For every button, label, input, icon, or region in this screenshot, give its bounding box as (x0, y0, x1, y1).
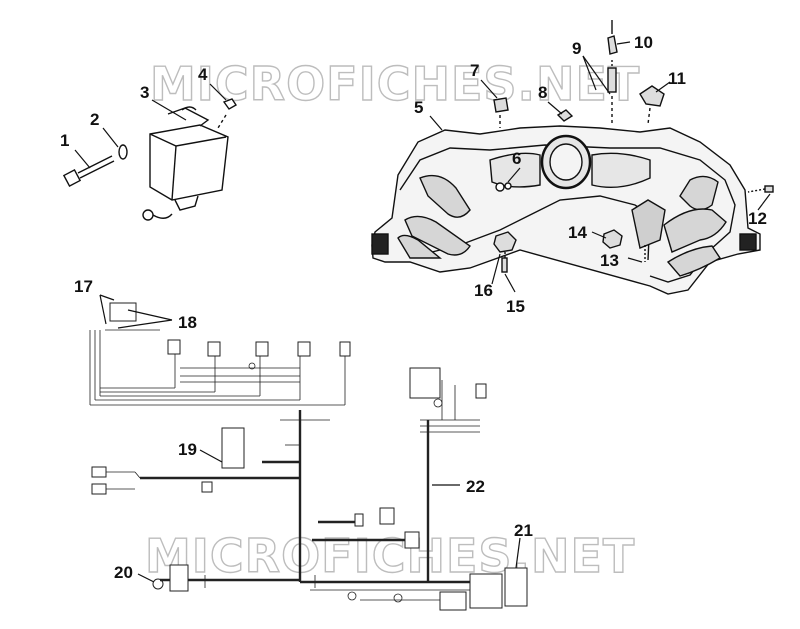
module-body (149, 106, 229, 211)
callout-19: 19 (178, 440, 197, 459)
callout-3: 3 (140, 83, 149, 102)
right-vents (663, 175, 727, 277)
leader-lines (74, 41, 771, 583)
callout-10: 10 (634, 33, 653, 52)
clip-part (556, 109, 574, 122)
callout-21: 21 (514, 521, 533, 540)
callout-6: 6 (512, 149, 521, 168)
callout-8: 8 (538, 83, 547, 102)
switch-part (607, 20, 618, 124)
callout-20: 20 (114, 563, 133, 582)
washer-part (118, 144, 128, 160)
callout-14: 14 (568, 223, 587, 242)
callout-13: 13 (600, 251, 619, 270)
callout-5: 5 (414, 98, 423, 117)
callout-9: 9 (572, 39, 581, 58)
screw-part (747, 185, 774, 193)
callout-7: 7 (470, 61, 479, 80)
left-vents (397, 174, 471, 259)
callout-17: 17 (74, 277, 93, 296)
module-assembly (62, 98, 237, 221)
ground-terminal (142, 209, 173, 221)
callout-12: 12 (748, 209, 767, 228)
callout-18: 18 (178, 313, 197, 332)
nut-14 (602, 229, 623, 249)
callout-15: 15 (506, 297, 525, 316)
callout-16: 16 (474, 281, 493, 300)
callout-2: 2 (90, 110, 99, 129)
callout-1: 1 (60, 131, 69, 150)
callout-4: 4 (198, 65, 208, 84)
grommet-part (493, 231, 517, 253)
dash-pod (371, 20, 774, 295)
callout-11: 11 (668, 69, 686, 88)
callout-22: 22 (466, 477, 485, 496)
wiring-harness (89, 302, 528, 611)
watermark-bottom: MICROFICHES.NET (145, 529, 635, 583)
pin-part (501, 257, 508, 273)
watermark-top: MICROFICHES.NET (150, 57, 640, 111)
bulb-socket (493, 97, 509, 128)
center-gauge (489, 134, 651, 190)
bolt-part (62, 155, 115, 188)
callouts: 1 2 3 4 5 6 7 8 9 10 11 12 13 14 15 16 1… (60, 33, 767, 582)
nut-part (222, 98, 237, 110)
